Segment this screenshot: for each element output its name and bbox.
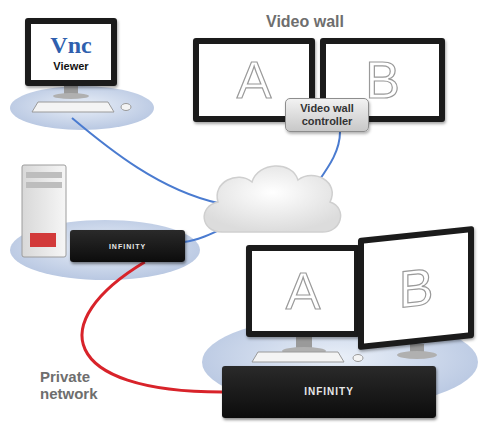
tower-case (22, 165, 66, 257)
keyboard (32, 102, 114, 112)
private-network-cable (82, 262, 222, 392)
drive-bay (26, 172, 62, 178)
keyboard (252, 352, 344, 362)
vnc-workstation (32, 85, 131, 112)
desk-screen: A (246, 245, 360, 337)
node-text: INFINITY (109, 243, 146, 250)
node-text: INFINITY (304, 387, 354, 397)
cloud-shape (204, 166, 340, 232)
desk-screen: B (358, 226, 474, 350)
network-cable (72, 118, 218, 203)
platform (10, 86, 154, 130)
vnc-monitor: VncViewer (25, 18, 117, 86)
node-text: B (399, 260, 434, 316)
cable-port (30, 233, 56, 247)
infinity-unit: INFINITY (222, 366, 436, 418)
node-text: B (365, 54, 400, 106)
pc-tower (22, 165, 66, 257)
network-cable (318, 132, 340, 182)
node-text: Video wall controller (286, 102, 368, 128)
node-text: A (237, 54, 272, 106)
network-cloud (204, 166, 340, 232)
monitor-base (397, 351, 437, 359)
node-text: A (286, 265, 321, 317)
drive-bay (26, 182, 62, 188)
node-text: Viewer (53, 60, 88, 72)
mouse (353, 355, 363, 362)
monitor-base (53, 93, 89, 99)
controller-box: Video wall controller (285, 98, 369, 132)
edge-label: Private network (40, 368, 140, 402)
title-label: Video wall (250, 13, 360, 31)
mouse (121, 104, 131, 111)
infinity-unit: INFINITY (70, 230, 185, 262)
node-text: Vnc (50, 33, 91, 57)
